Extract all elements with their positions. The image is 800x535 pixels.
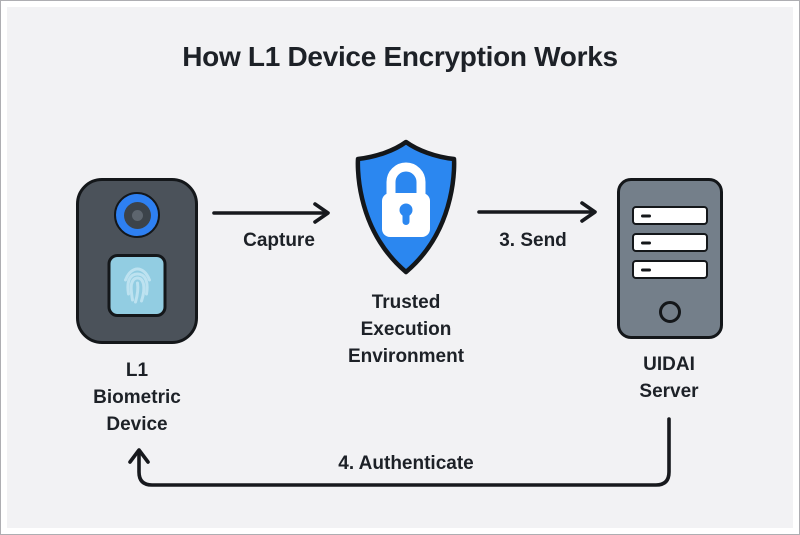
node-uidai-server	[617, 178, 723, 339]
server-label-line2: Server	[639, 381, 699, 402]
tee-label-line1: Trusted	[371, 292, 441, 313]
fingerprint-scanner	[107, 254, 167, 317]
device-label-line2: Biometric	[93, 387, 181, 408]
camera-lens-icon	[114, 192, 160, 238]
server-drive-slot	[632, 233, 708, 252]
tee-label: Trusted Execution Environment	[296, 289, 516, 370]
send-edge-label: 3. Send	[499, 230, 567, 251]
camera-dot	[131, 209, 143, 221]
capture-edge-label: Capture	[243, 230, 315, 251]
authenticate-edge-label: 4. Authenticate	[338, 453, 474, 474]
camera-aperture	[123, 201, 151, 229]
node-trusted-execution-environment	[342, 135, 470, 279]
server-drive-slot	[632, 206, 708, 225]
shield-lock-icon	[355, 139, 457, 275]
node-l1-biometric-device	[76, 178, 198, 344]
page-title: How L1 Device Encryption Works	[182, 41, 618, 72]
server-drive-slot	[632, 260, 708, 279]
server-power-button-icon	[659, 301, 681, 323]
capture-arrow	[212, 202, 330, 224]
fingerprint-icon	[123, 266, 151, 303]
device-label-line3: Device	[106, 414, 168, 435]
send-arrow	[477, 201, 597, 223]
device-label-line1: L1	[125, 360, 149, 381]
device-label: L1 Biometric Device	[47, 357, 227, 438]
server-label: UIDAI Server	[589, 351, 749, 405]
server-label-line1: UIDAI	[643, 354, 695, 375]
tee-label-line3: Environment	[347, 346, 465, 367]
tee-label-line2: Execution	[360, 319, 452, 340]
